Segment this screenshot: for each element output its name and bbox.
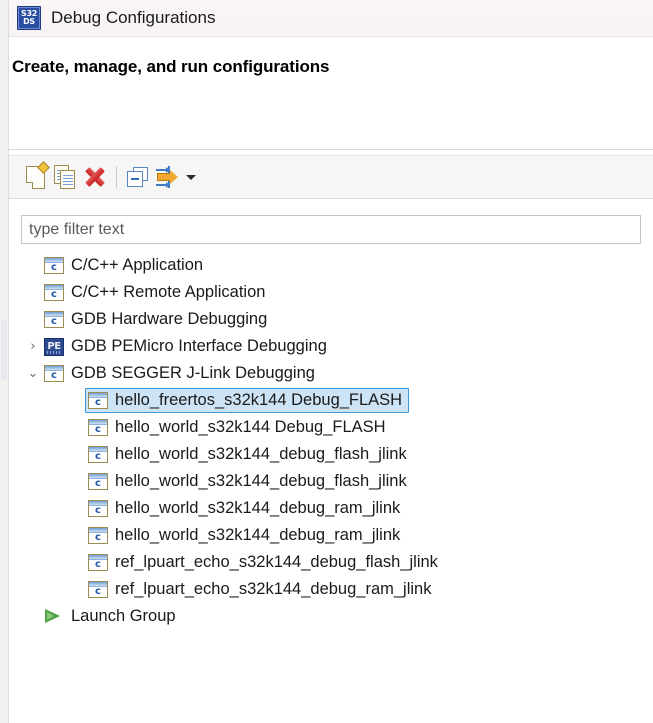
tree-item[interactable]: c GDB Hardware Debugging <box>9 306 653 333</box>
c-launch-icon: c <box>88 554 108 571</box>
duplicate-button[interactable] <box>50 162 80 192</box>
header-divider <box>9 149 653 150</box>
delete-red-x-icon <box>85 167 105 187</box>
tree-item[interactable]: c C/C++ Remote Application <box>9 279 653 306</box>
launch-group-icon <box>44 608 64 625</box>
tree-item[interactable]: c ref_lpuart_echo_s32k144_debug_ram_jlink <box>9 576 653 603</box>
toolbar-dropdown-button[interactable] <box>183 163 199 191</box>
s32ds-icon-line2: DS <box>23 17 35 26</box>
c-launch-icon: c <box>88 581 108 598</box>
collapse-all-button[interactable] <box>123 162 153 192</box>
tree-item-label: Launch Group <box>71 607 176 626</box>
tree-item-label: GDB Hardware Debugging <box>71 310 268 329</box>
c-launch-icon: c <box>88 446 108 463</box>
tree-item[interactable]: c hello_world_s32k144 Debug_FLASH <box>9 414 653 441</box>
tree-item[interactable]: c hello_world_s32k144_debug_flash_jlink <box>9 468 653 495</box>
tree-item[interactable]: c hello_world_s32k144_debug_flash_jlink <box>9 441 653 468</box>
toolbar-separator <box>116 166 117 188</box>
tree-item[interactable]: Launch Group <box>9 603 653 630</box>
tree-item[interactable]: c ref_lpuart_echo_s32k144_debug_flash_jli… <box>9 549 653 576</box>
tree-item[interactable]: › PE GDB PEMicro Interface Debugging <box>9 333 653 360</box>
caret-down-icon <box>186 174 196 180</box>
selection-highlight <box>85 388 410 413</box>
tree-item-label: hello_world_s32k144_debug_flash_jlink <box>115 445 407 464</box>
tree-item[interactable]: c hello_world_s32k144_debug_ram_jlink <box>9 522 653 549</box>
tree-item-label: C/C++ Application <box>71 256 204 275</box>
parent-window-edge-strip <box>0 0 9 723</box>
tree-item-label: hello_freertos_s32k144 Debug_FLASH <box>115 391 403 410</box>
tree-item-label: hello_world_s32k144_debug_ram_jlink <box>115 499 401 518</box>
c-launch-icon: c <box>88 419 108 436</box>
s32ds-icon: S32 DS <box>17 6 41 30</box>
tree-item-label: hello_world_s32k144 Debug_FLASH <box>115 418 386 437</box>
header-panel: Create, manage, and run configurations <box>9 37 653 150</box>
tree-item-label: ref_lpuart_echo_s32k144_debug_ram_jlink <box>115 580 432 599</box>
tree-item-label: GDB SEGGER J-Link Debugging <box>71 364 315 383</box>
c-launch-icon: c <box>44 311 64 328</box>
new-document-icon <box>25 165 45 189</box>
tree-item[interactable]: c hello_freertos_s32k144 Debug_FLASH <box>9 387 653 414</box>
duplicate-icon <box>54 165 76 189</box>
delete-button[interactable] <box>80 162 110 192</box>
chevron-down-icon[interactable]: ⌄ <box>27 366 39 381</box>
search-input[interactable] <box>21 215 641 244</box>
tree-item-label: C/C++ Remote Application <box>71 283 266 302</box>
s32ds-icon-line1: S32 <box>21 9 37 18</box>
launch-config-toolbar <box>9 155 653 199</box>
tree-item[interactable]: ⌄ c GDB SEGGER J-Link Debugging <box>9 360 653 387</box>
tree-item-label: hello_world_s32k144_debug_ram_jlink <box>115 526 401 545</box>
window-title: Debug Configurations <box>51 8 216 27</box>
c-launch-icon: c <box>44 365 64 382</box>
c-launch-icon: c <box>88 500 108 517</box>
collapse-all-icon <box>127 166 149 188</box>
pemicro-icon: PE <box>44 337 64 356</box>
c-launch-icon: c <box>44 284 64 301</box>
c-launch-icon: c <box>88 473 108 490</box>
tree-item-label: hello_world_s32k144_debug_flash_jlink <box>115 472 407 491</box>
tree-item-label: ref_lpuart_echo_s32k144_debug_flash_jlin… <box>115 553 438 572</box>
c-launch-icon: c <box>88 392 108 409</box>
tree-item[interactable]: c hello_world_s32k144_debug_ram_jlink <box>9 495 653 522</box>
window-titlebar: S32 DS Debug Configurations <box>9 0 653 37</box>
chevron-right-icon[interactable]: › <box>30 339 36 354</box>
c-launch-icon: c <box>44 257 64 274</box>
filter-arrow-icon <box>156 166 180 188</box>
filter-field-wrapper <box>21 215 641 244</box>
new-launch-configuration-button[interactable] <box>20 162 50 192</box>
c-launch-icon: c <box>88 527 108 544</box>
page-title: Create, manage, and run configurations <box>12 57 330 76</box>
tree-item-label: GDB PEMicro Interface Debugging <box>71 337 327 356</box>
filter-launch-configurations-button[interactable] <box>153 162 183 192</box>
tree-item[interactable]: c C/C++ Application <box>9 252 653 279</box>
